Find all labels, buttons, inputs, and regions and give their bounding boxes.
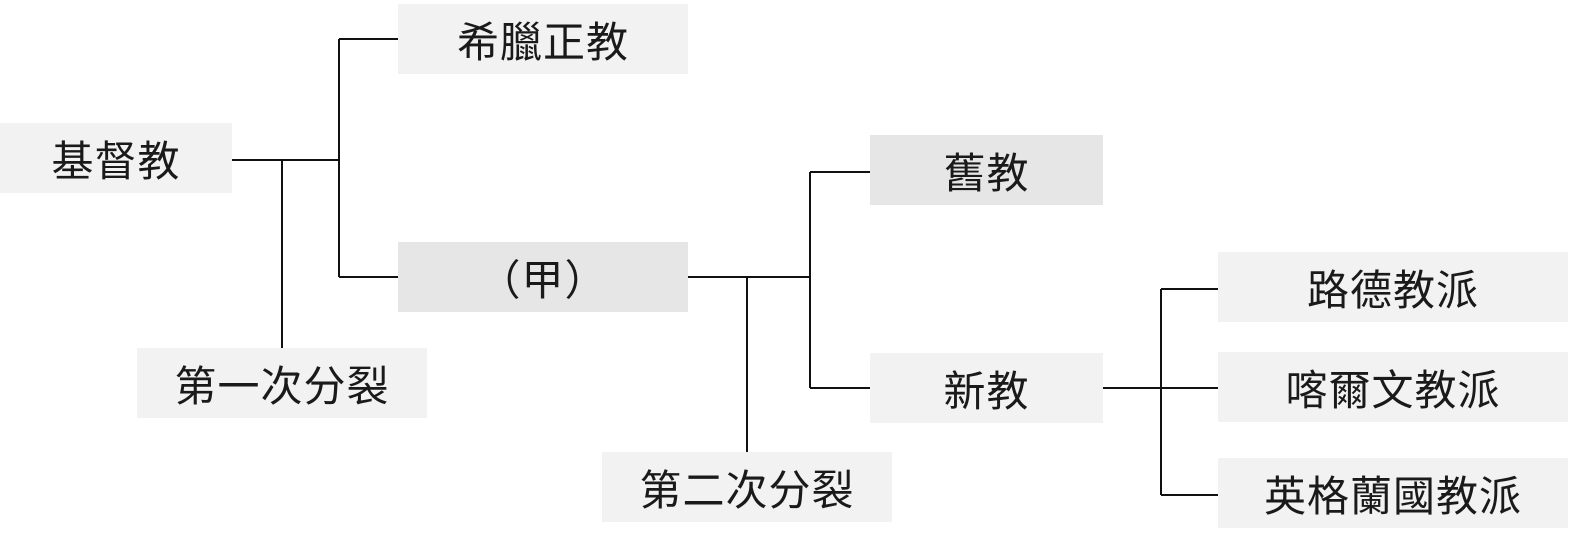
node-anglican: 英格蘭國教派 [1218, 458, 1568, 528]
node-protestant: 新教 [870, 353, 1103, 423]
node-catholic: 舊教 [870, 135, 1103, 205]
node-greek-orthodox: 希臘正教 [398, 4, 688, 74]
label-second-split: 第二次分裂 [602, 452, 892, 522]
node-lutheran: 路德教派 [1218, 252, 1568, 322]
node-christianity: 基督教 [0, 123, 232, 193]
node-unknown-a: （甲） [398, 242, 688, 312]
label-first-split: 第一次分裂 [137, 348, 427, 418]
node-calvinist: 喀爾文教派 [1218, 352, 1568, 422]
